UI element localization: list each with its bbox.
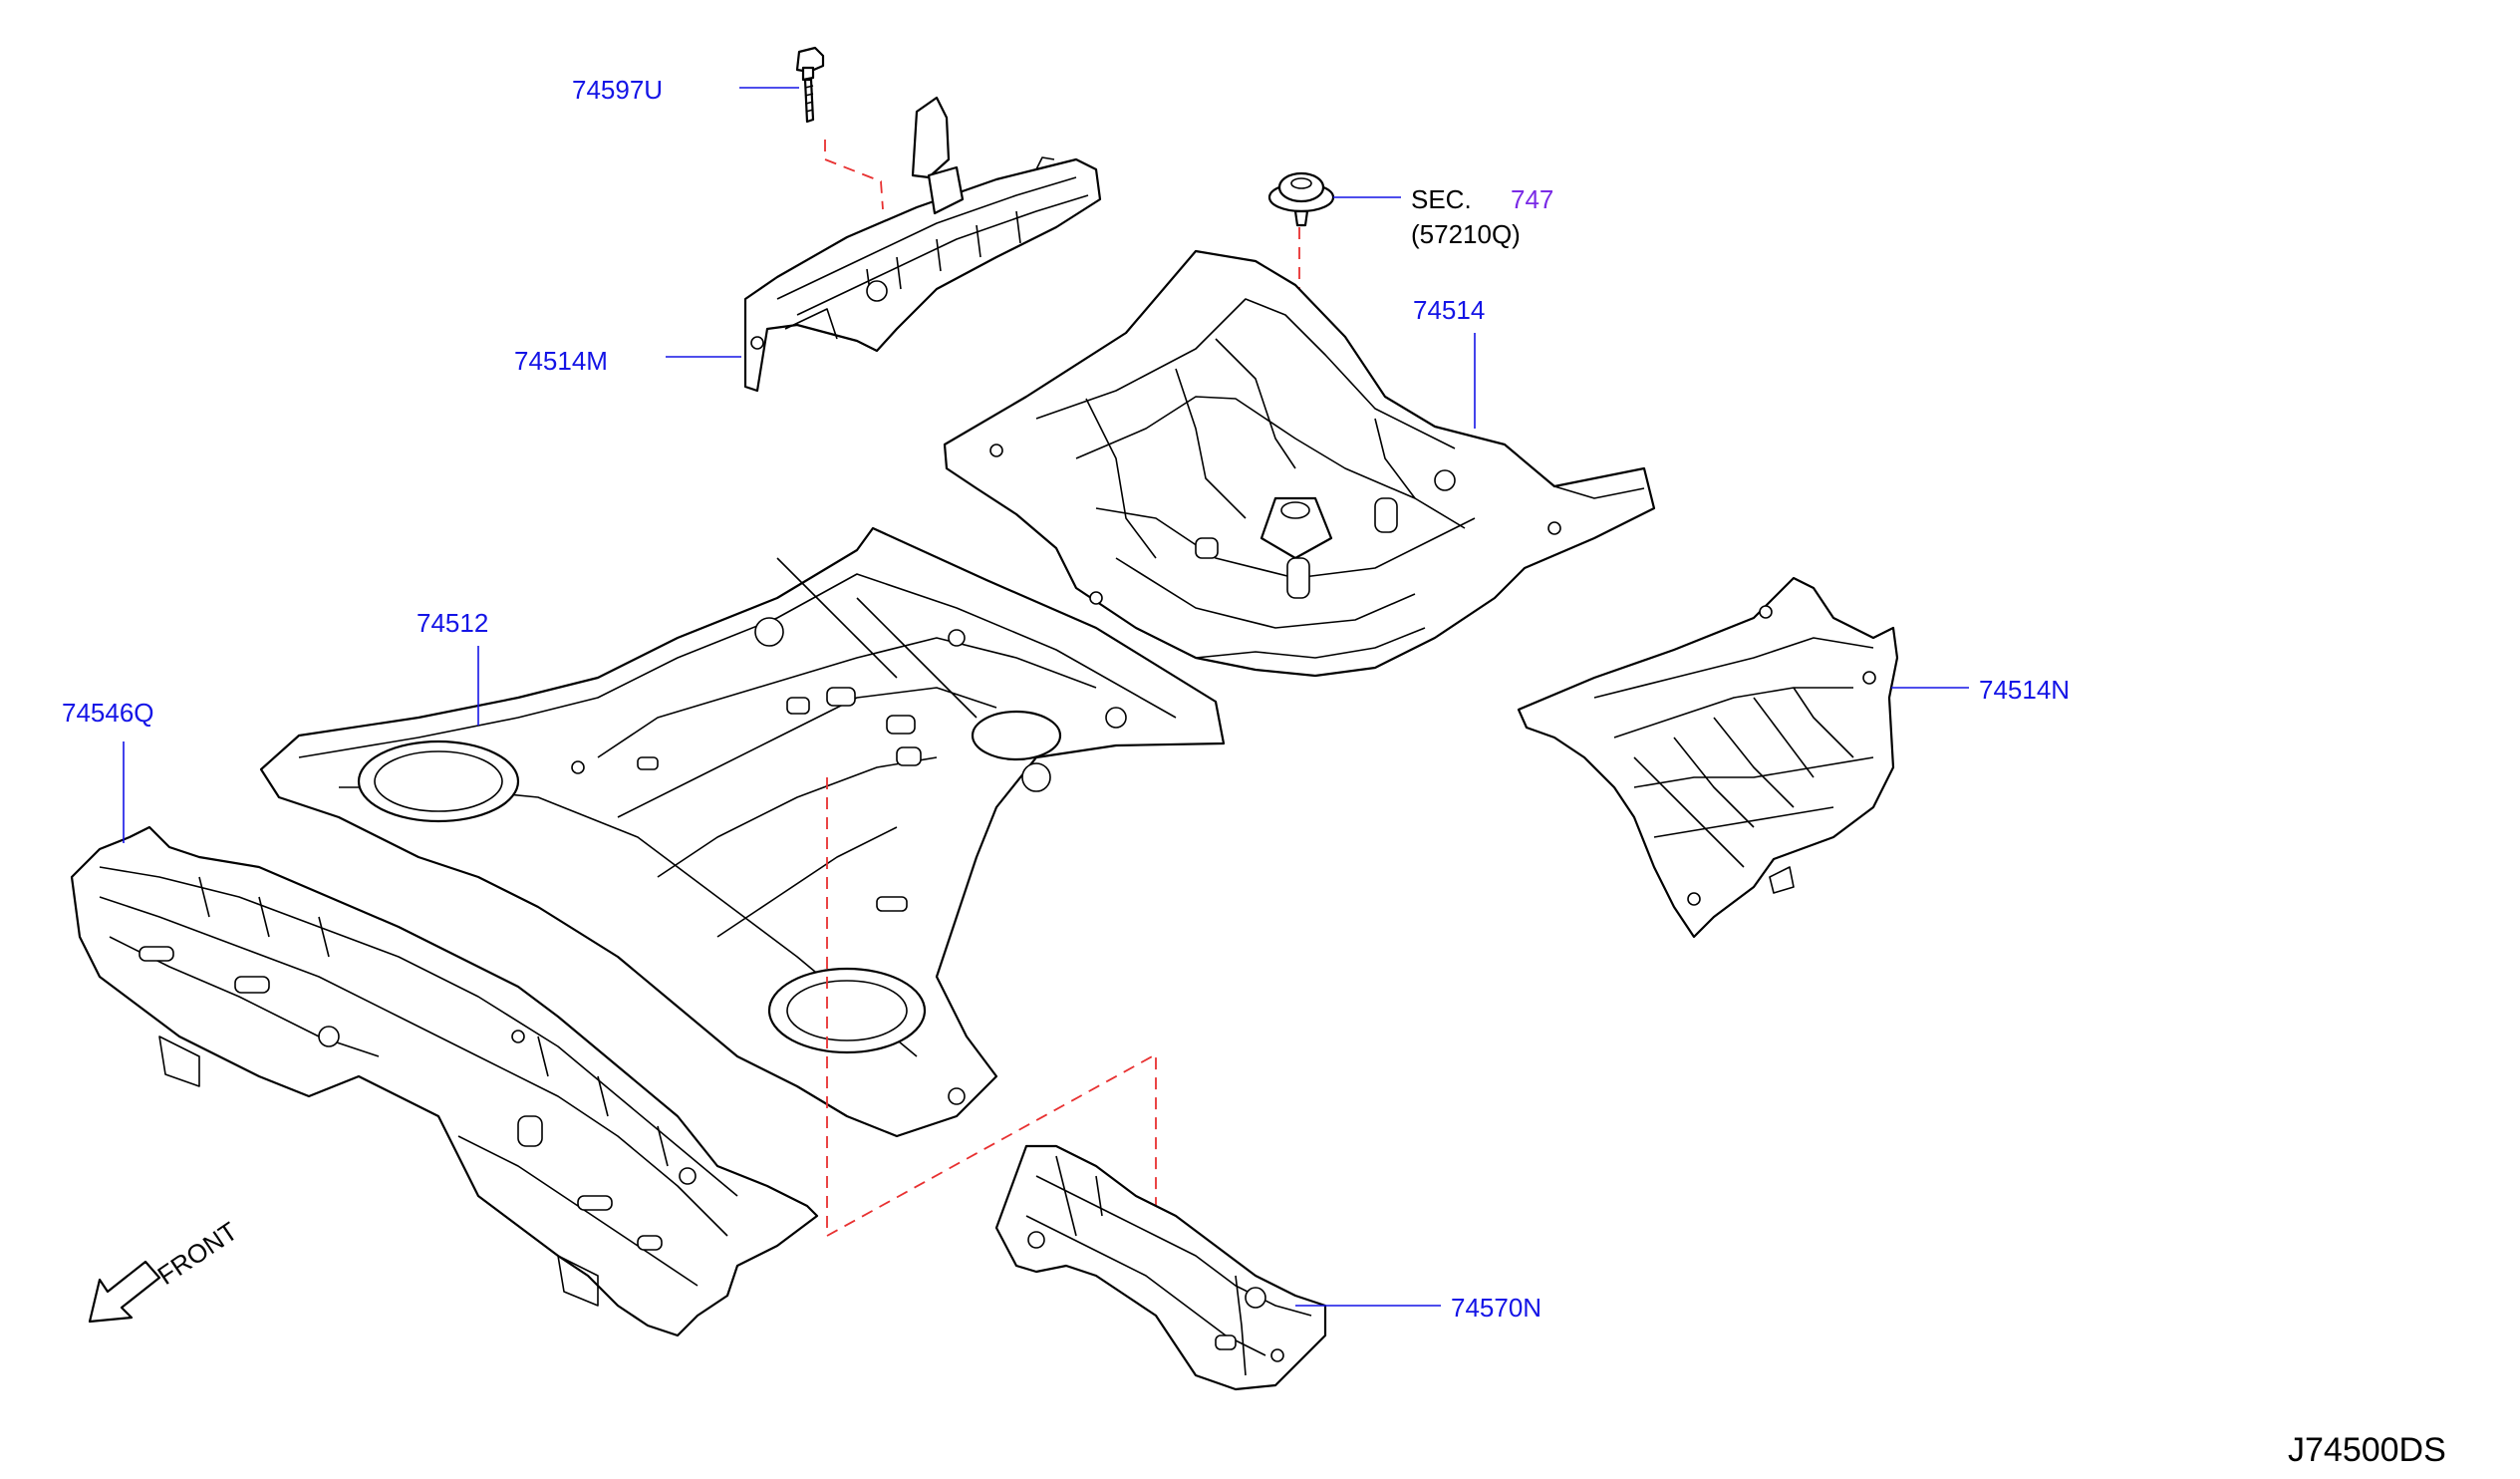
- sec-747-plug[interactable]: [1267, 171, 1335, 227]
- label-74546Q[interactable]: 74546Q: [62, 698, 154, 728]
- part-74546Q-side-member[interactable]: [70, 825, 819, 1337]
- label-sec-num[interactable]: 747: [1511, 184, 1553, 214]
- label-74512[interactable]: 74512: [417, 608, 488, 638]
- label-74597U[interactable]: 74597U: [572, 75, 663, 105]
- part-74597U-bolt[interactable]: [795, 46, 825, 124]
- front-arrow-icon: [88, 1260, 161, 1324]
- part-74514-rear-floor[interactable]: [943, 249, 1656, 678]
- label-74514N[interactable]: 74514N: [1979, 675, 2070, 705]
- assembly-line-bolt: [824, 140, 884, 210]
- label-74570N[interactable]: 74570N: [1451, 1293, 1541, 1323]
- part-74570N-crossmember[interactable]: [994, 1144, 1327, 1391]
- part-74512-front-floor[interactable]: [259, 526, 1226, 1138]
- label-sec-ref[interactable]: (57210Q): [1411, 219, 1521, 249]
- diagram-code: J74500DS: [2288, 1431, 2446, 1469]
- front-label: FRONT: [152, 1216, 243, 1291]
- part-74514N-side-panel[interactable]: [1517, 576, 1899, 939]
- label-sec[interactable]: SEC.: [1411, 184, 1472, 214]
- label-74514M[interactable]: 74514M: [514, 346, 608, 376]
- label-74514[interactable]: 74514: [1413, 295, 1485, 325]
- assembly-line-crossmember: [826, 777, 1157, 1238]
- part-74514M-bracket[interactable]: [743, 96, 1102, 393]
